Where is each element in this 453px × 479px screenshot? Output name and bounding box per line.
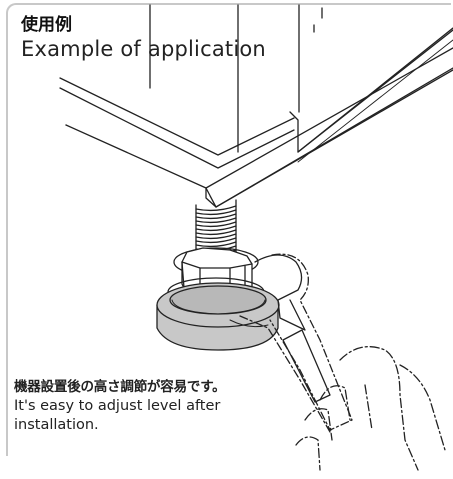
wrench [229, 253, 353, 433]
panel-frame [6, 3, 451, 456]
base-pad [156, 282, 280, 351]
hand [295, 346, 446, 471]
caption-japanese: 機器設置後の高さ調節が容易です。 [14, 379, 226, 395]
machine-cabinet [59, 4, 453, 208]
caption-english-line2: installation. [14, 417, 99, 433]
title-english: Example of application [21, 37, 266, 61]
threaded-bolt [195, 199, 237, 257]
title-japanese: 使用例 [21, 15, 72, 35]
caption: 機器設置後の高さ調節が容易です。 It's easy to adjust lev… [14, 377, 314, 435]
caption-english-line1: It's easy to adjust level after [14, 398, 221, 414]
